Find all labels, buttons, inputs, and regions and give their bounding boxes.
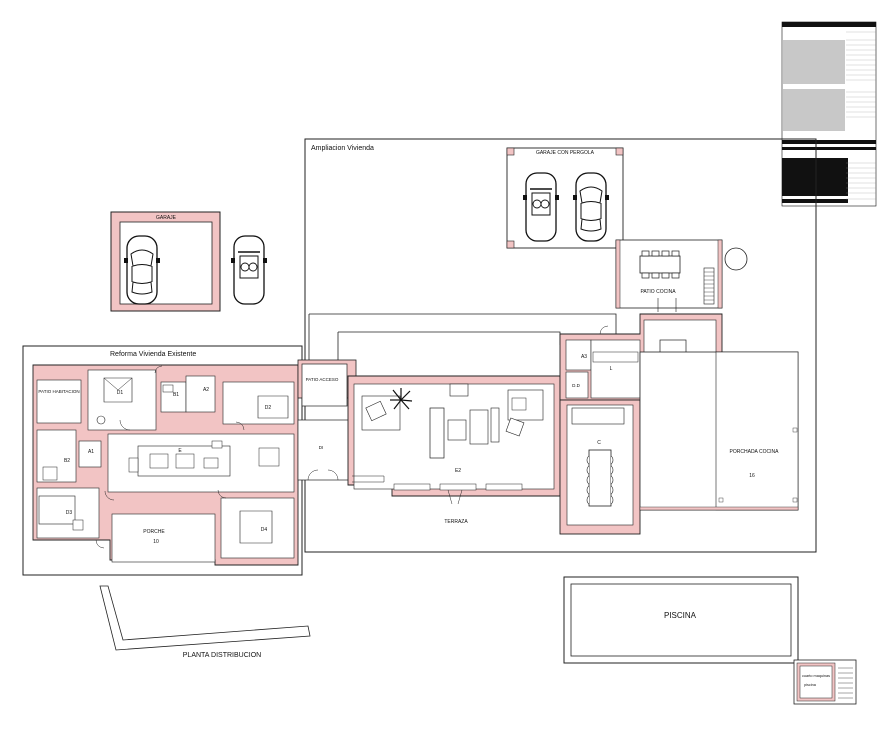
car-convertible-icon xyxy=(230,235,268,305)
garaje-pergola-label: GARAJE CON PERGOLA xyxy=(536,150,595,156)
garaje-label: GARAJE xyxy=(156,215,177,221)
l-label: L xyxy=(610,366,613,372)
plant-icon xyxy=(390,388,413,410)
d4-label: D4 xyxy=(261,527,268,533)
di-label: DI xyxy=(319,445,324,450)
ampliacion-outline: Ampliacion Vivienda xyxy=(304,138,817,553)
b1-label: B1 xyxy=(173,392,179,398)
a3-label: A3 xyxy=(581,354,587,360)
new-wing-outlines xyxy=(308,313,617,360)
planta-distribucion-title: PLANTA DISTRIBUCION xyxy=(183,652,261,659)
porche-label: PORCHE xyxy=(143,529,165,535)
cuarto-maquinas-label: cuarto maquinas xyxy=(802,674,830,678)
garaje-pergola: GARAJE CON PERGOLA xyxy=(506,147,624,249)
porchada-cocina: PORCHADA COCINA 16 xyxy=(639,351,799,511)
patio-cocina: PATIO COCINA xyxy=(615,239,748,312)
dining-room: C xyxy=(559,399,641,535)
pool: PISCINA cuarto maquinas piscina xyxy=(563,576,857,705)
a2-label: A2 xyxy=(203,387,209,393)
terraza-label: TERRAZA xyxy=(444,519,468,525)
porchada-label: PORCHADA COCINA xyxy=(730,449,780,455)
patio-acceso: PATIO ACCESO DI xyxy=(297,359,357,481)
title-block xyxy=(781,21,877,207)
car-icon xyxy=(572,172,610,242)
patio-acceso-label: PATIO ACCESO xyxy=(306,377,339,382)
porchada-num: 16 xyxy=(749,473,755,479)
a1-label: A1 xyxy=(88,449,94,455)
c-label: C xyxy=(597,440,601,446)
reforma-vivienda: Reforma Vivienda Existente PATIO HABITAC… xyxy=(22,345,303,576)
patio-habitacion-label: PATIO HABITACION xyxy=(38,389,79,394)
d3-label: D3 xyxy=(66,510,73,516)
car-convertible-icon xyxy=(522,172,560,242)
car-icon xyxy=(123,235,161,305)
reforma-label: Reforma Vivienda Existente xyxy=(110,351,196,358)
garaje-room: GARAJE xyxy=(110,211,268,312)
ampliacion-label: Ampliacion Vivienda xyxy=(311,145,374,152)
b2-label: B2 xyxy=(64,458,70,464)
porche-num: 10 xyxy=(153,539,159,545)
e2-living: E2 TERRAZA xyxy=(347,375,561,525)
e-label: E xyxy=(178,448,182,454)
dd-label: D.D xyxy=(572,383,581,388)
e2-label: E2 xyxy=(455,468,461,474)
patio-cocina-label: PATIO COCINA xyxy=(640,289,676,295)
d2-label: D2 xyxy=(265,405,272,411)
footpath xyxy=(99,585,311,651)
piscina-label: PISCINA xyxy=(664,611,697,620)
d1-label: D1 xyxy=(117,390,124,396)
cuarto-piscina-label: piscina xyxy=(804,683,817,687)
